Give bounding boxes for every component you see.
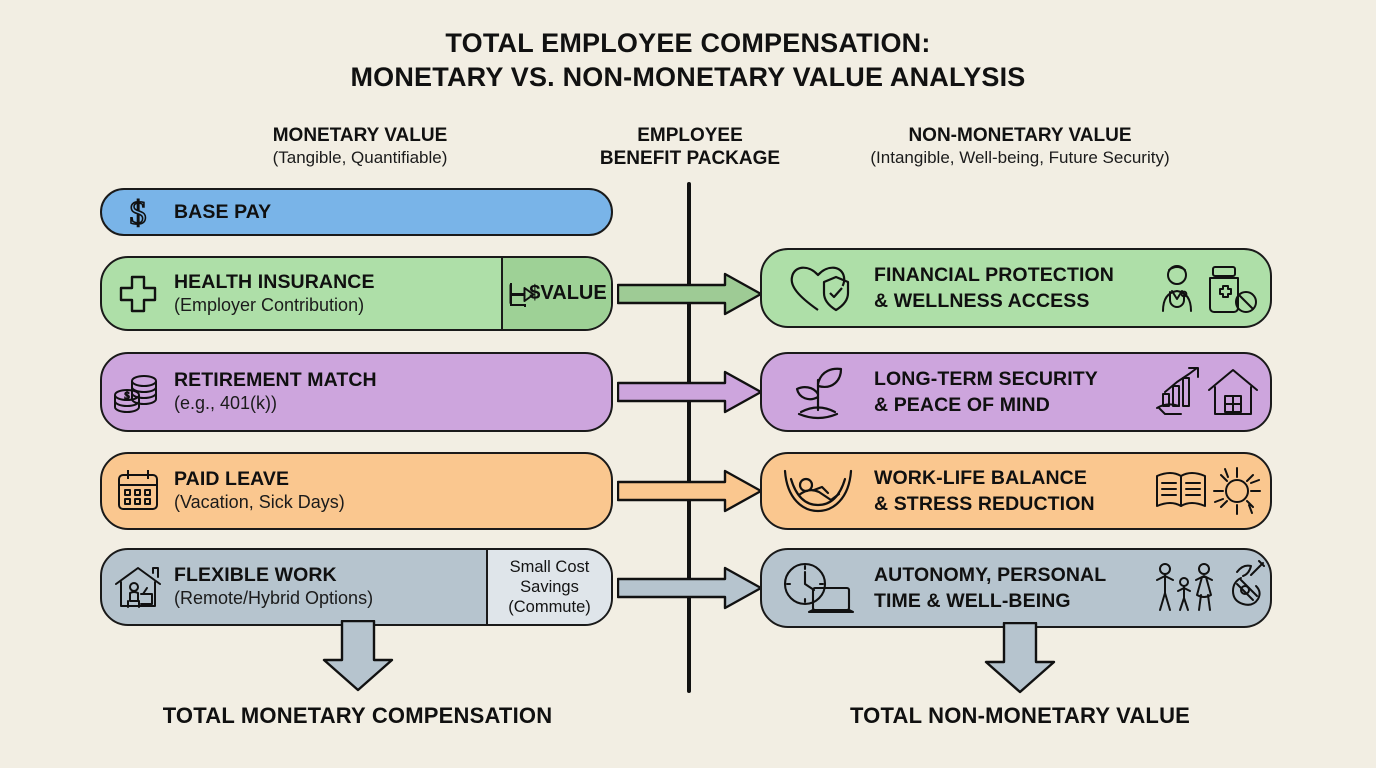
autonomy-labels: AUTONOMY, PERSONAL TIME & WELL-BEING xyxy=(874,562,1148,614)
cost-savings-line-3: (Commute) xyxy=(508,598,591,616)
work-life-balance-line-2: & STRESS REDUCTION xyxy=(874,493,1095,515)
work-life-balance-line-1: WORK-LIFE BALANCE xyxy=(874,467,1087,489)
retirement-match-subtitle: (e.g., 401(k)) xyxy=(174,393,278,413)
home-office-icon xyxy=(102,563,174,611)
connector-arrow-flexible-work xyxy=(617,566,763,610)
down-arrow-monetary-total xyxy=(308,620,408,692)
connector-arrow-retirement xyxy=(617,370,763,414)
bar-retirement-match[interactable]: $ RETIREMENT MATCH (e.g., 401(k)) xyxy=(100,352,613,432)
cost-savings-line-1: Small Cost xyxy=(509,558,590,576)
center-divider-line xyxy=(687,182,691,693)
nonmonetary-header-title: NON-MONETARY VALUE xyxy=(908,125,1132,146)
center-header-subtitle: BENEFIT PACKAGE xyxy=(599,148,781,169)
doctor-and-medicine-icons xyxy=(1148,261,1270,315)
sprout-icon xyxy=(762,364,874,420)
bar-financial-protection[interactable]: FINANCIAL PROTECTION & WELLNESS ACCESS xyxy=(760,248,1272,328)
connector-arrow-paid-leave xyxy=(617,469,763,513)
paid-leave-title: PAID LEAVE xyxy=(174,468,290,490)
bar-autonomy[interactable]: AUTONOMY, PERSONAL TIME & WELL-BEING xyxy=(760,548,1272,628)
dollar-sign-icon: $ xyxy=(102,194,174,230)
retirement-match-labels: RETIREMENT MATCH (e.g., 401(k)) xyxy=(174,369,377,415)
value-callout-text: $VALUE xyxy=(529,282,607,304)
mini-arrow-icon xyxy=(509,281,543,307)
health-insurance-labels: HEALTH INSURANCE (Employer Contribution) xyxy=(174,271,375,317)
flexible-work-subtitle: (Remote/Hybrid Options) xyxy=(174,588,374,608)
growth-chart-and-house-icons xyxy=(1148,364,1270,420)
flexible-work-title: FLEXIBLE WORK xyxy=(174,564,337,586)
health-insurance-subtitle: (Employer Contribution) xyxy=(174,294,365,315)
nonmonetary-header-subtitle: (Intangible, Well-being, Future Security… xyxy=(870,148,1170,167)
long-term-security-line-1: LONG-TERM SECURITY xyxy=(874,368,1098,390)
bar-base-pay[interactable]: $ BASE PAY xyxy=(100,188,613,236)
hammock-icon xyxy=(762,465,874,517)
financial-protection-line-2: & WELLNESS ACCESS xyxy=(874,290,1090,312)
bar-health-insurance[interactable]: HEALTH INSURANCE (Employer Contribution)… xyxy=(100,256,613,331)
financial-protection-labels: FINANCIAL PROTECTION & WELLNESS ACCESS xyxy=(874,262,1148,314)
paid-leave-labels: PAID LEAVE (Vacation, Sick Days) xyxy=(174,468,345,514)
work-life-balance-labels: WORK-LIFE BALANCE & STRESS REDUCTION xyxy=(874,465,1148,517)
clock-laptop-icon xyxy=(762,560,874,616)
calendar-icon xyxy=(102,467,174,515)
coin-stack-icon: $ xyxy=(102,369,174,415)
cost-savings-line-2: Savings xyxy=(520,578,579,596)
bar-long-term-security[interactable]: LONG-TERM SECURITY & PEACE OF MIND xyxy=(760,352,1272,432)
long-term-security-line-2: & PEACE OF MIND xyxy=(874,394,1050,416)
family-and-guitar-icons xyxy=(1148,560,1270,616)
total-nonmonetary-value-label: TOTAL NON-MONETARY VALUE xyxy=(849,703,1191,728)
title-line-1: TOTAL EMPLOYEE COMPENSATION: xyxy=(445,28,931,58)
flexible-work-labels: FLEXIBLE WORK (Remote/Hybrid Options) xyxy=(174,564,373,610)
connector-arrow-health xyxy=(617,272,763,316)
heart-shield-icon xyxy=(762,260,874,316)
financial-protection-line-1: FINANCIAL PROTECTION xyxy=(874,264,1114,286)
bar-work-life-balance[interactable]: WORK-LIFE BALANCE & STRESS REDUCTION xyxy=(760,452,1272,530)
center-header-title: EMPLOYEE xyxy=(637,125,743,146)
base-pay-labels: BASE PAY xyxy=(174,201,271,224)
monetary-header-subtitle: (Tangible, Quantifiable) xyxy=(272,148,448,167)
base-pay-title: BASE PAY xyxy=(174,200,272,223)
bar-paid-leave[interactable]: PAID LEAVE (Vacation, Sick Days) xyxy=(100,452,613,530)
column-header-monetary: MONETARY VALUE (Tangible, Quantifiable) xyxy=(175,124,545,169)
svg-text:$: $ xyxy=(124,390,130,402)
medical-cross-icon xyxy=(102,272,174,316)
bar-flexible-work[interactable]: FLEXIBLE WORK (Remote/Hybrid Options) Sm… xyxy=(100,548,613,626)
title-line-2: MONETARY VS. NON-MONETARY VALUE ANALYSIS xyxy=(350,62,1026,92)
book-and-sun-icons xyxy=(1148,464,1270,518)
retirement-match-title: RETIREMENT MATCH xyxy=(174,369,377,391)
total-monetary-compensation-label: TOTAL MONETARY COMPENSATION xyxy=(162,703,553,728)
monetary-header-title: MONETARY VALUE xyxy=(272,125,448,146)
page-title: TOTAL EMPLOYEE COMPENSATION: MONETARY VS… xyxy=(0,26,1376,94)
column-header-center: EMPLOYEE BENEFIT PACKAGE xyxy=(590,124,790,170)
cost-savings-text: Small Cost Savings (Commute) xyxy=(508,557,591,617)
paid-leave-subtitle: (Vacation, Sick Days) xyxy=(174,492,345,512)
autonomy-line-2: TIME & WELL-BEING xyxy=(874,590,1071,612)
health-insurance-title: HEALTH INSURANCE xyxy=(174,270,375,293)
value-callout-panel: $VALUE xyxy=(501,258,611,329)
cost-savings-panel: Small Cost Savings (Commute) xyxy=(486,550,611,624)
down-arrow-nonmonetary-total xyxy=(970,622,1070,694)
autonomy-line-1: AUTONOMY, PERSONAL xyxy=(874,564,1107,586)
long-term-security-labels: LONG-TERM SECURITY & PEACE OF MIND xyxy=(874,366,1148,418)
svg-text:$: $ xyxy=(130,195,147,230)
column-header-nonmonetary: NON-MONETARY VALUE (Intangible, Well-bei… xyxy=(820,124,1220,169)
